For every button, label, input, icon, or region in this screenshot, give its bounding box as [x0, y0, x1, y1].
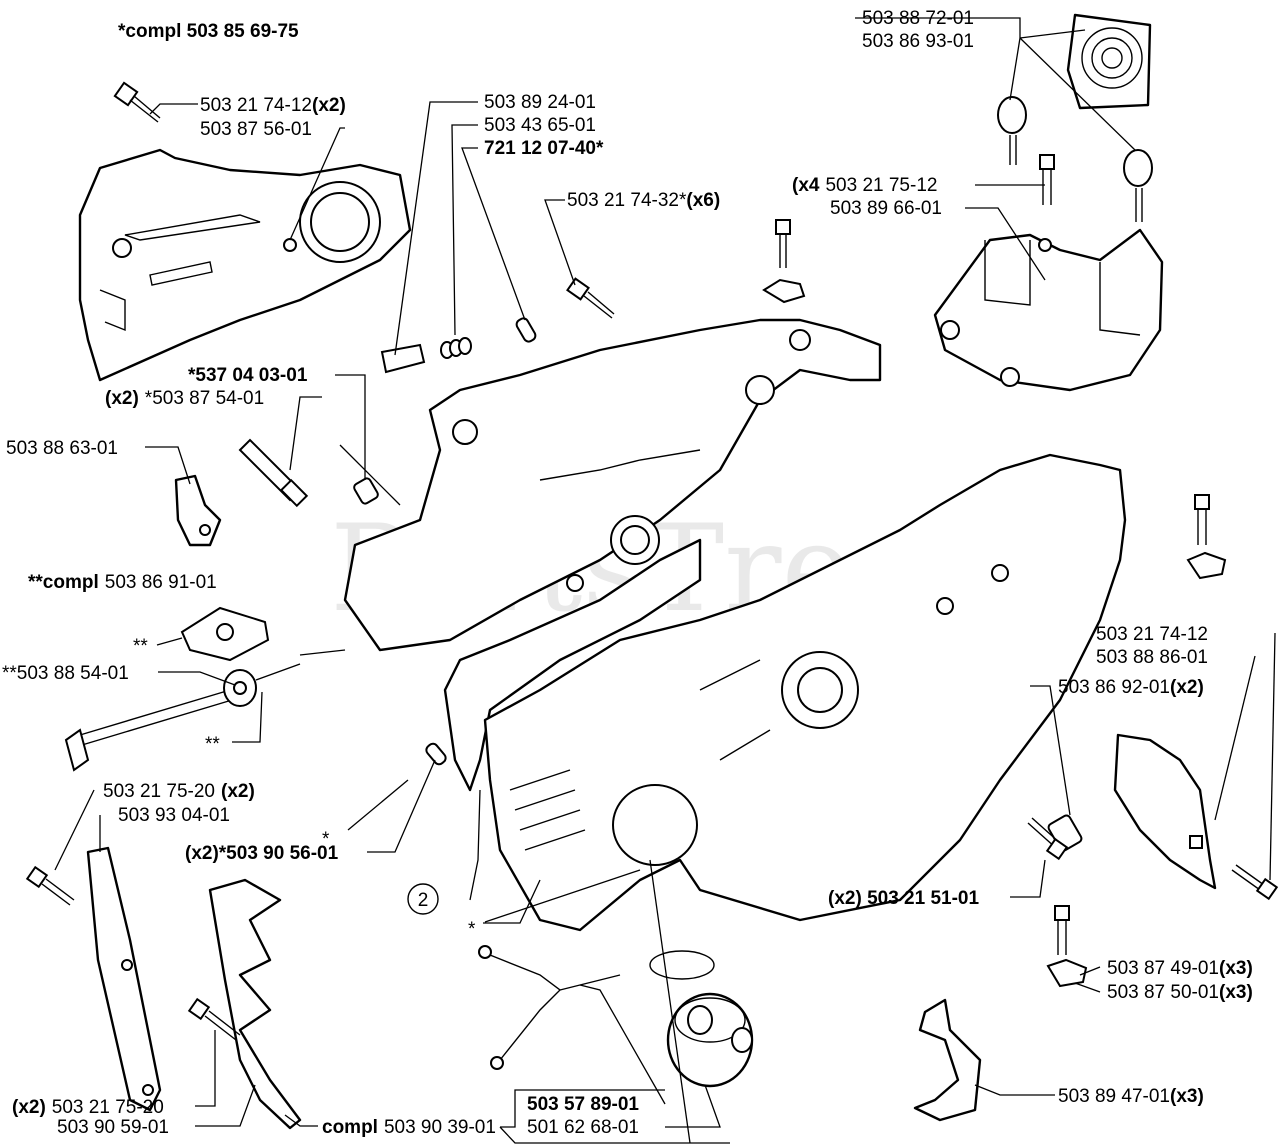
knob-left-part: [997, 96, 1027, 165]
screw-left-part: [25, 865, 75, 906]
label-p13: 503 88 63-01: [6, 438, 118, 459]
gasket-part: [443, 538, 702, 792]
label-p28: 503 57 89-01: [527, 1094, 639, 1115]
crankcase-front-part: [483, 453, 1127, 932]
label-p12: (x2)*503 87 54-01: [105, 388, 264, 409]
screw-part: [113, 81, 161, 123]
label-p8: 503 86 93-01: [862, 31, 974, 52]
side-plate-part: [86, 846, 162, 1112]
fuel-cap-part: [666, 992, 754, 1088]
label-p23: 503 87 49-01(x3): [1107, 958, 1253, 979]
label-p10: 503 89 66-01: [830, 198, 942, 219]
spring-part: [440, 337, 472, 359]
label-p25: (x2)503 21 75-20: [12, 1097, 164, 1118]
label-p3: 503 89 24-01: [484, 92, 596, 113]
screw-x4-part: [1039, 154, 1055, 205]
label-p18: (x2)*503 90 56-01: [185, 843, 339, 864]
screw-x6-part: [566, 277, 615, 319]
pin-part: [515, 317, 537, 343]
label-star-d: *: [468, 919, 476, 940]
screw-spike-part: [187, 997, 241, 1041]
bumper-spike-part: [208, 878, 302, 1130]
handle-strip-part: [913, 998, 982, 1122]
filter-cover-part: [1066, 13, 1152, 110]
label-p30: 503 89 47-01(x3): [1058, 1086, 1204, 1107]
label-p20: 503 88 86-01: [1096, 647, 1208, 668]
crankcase-rear-part: [343, 318, 882, 652]
label-p24: 503 87 50-01(x3): [1107, 982, 1253, 1003]
callout-circle-number: 2: [418, 890, 429, 911]
label-p2: 503 87 56-01: [200, 119, 312, 140]
label-p17: 503 93 04-01: [118, 805, 230, 826]
screw-right-part: [1186, 494, 1227, 580]
carburetor-holder-part: [933, 228, 1164, 392]
guard-part: [1113, 733, 1217, 890]
callout-circle-shape: [407, 883, 439, 915]
adjuster-screw-part: [64, 663, 301, 772]
label-p22: (x2) 503 21 51-01: [828, 888, 979, 909]
knob-right-part: [1123, 149, 1153, 222]
label-p4: 503 43 65-01: [484, 115, 596, 136]
screw-x3-part: [1046, 905, 1088, 988]
clutch-cover-part: [78, 148, 412, 382]
o-ring-part: [649, 950, 715, 980]
label-p7: 503 88 72-01: [862, 8, 974, 29]
screw-x2-part: [1027, 817, 1069, 861]
label-p1: 503 21 74-12(x2): [200, 95, 346, 116]
bolt-part: [238, 438, 309, 508]
label-p16: 503 21 75-20(x2): [103, 781, 255, 802]
bracket-screw-part: [762, 219, 806, 304]
label-p5: 721 12 07-40*: [484, 138, 604, 159]
label-star-b: **: [205, 734, 220, 755]
retainer-plate-part: [174, 474, 222, 547]
strap-part: [478, 945, 621, 1070]
tensioner-bracket-part: [180, 606, 270, 662]
screw-guard-part: [1231, 864, 1279, 901]
label-p6: 503 21 74-32*(x6): [567, 190, 720, 211]
label-p19: 503 21 74-12: [1096, 624, 1208, 645]
leader-lines: [54, 17, 1276, 1144]
label-star-c: *: [322, 829, 330, 850]
label-compl-top: *compl 503 85 69-75: [118, 21, 299, 42]
cover-pad-part: [380, 343, 426, 374]
label-p26: 503 90 59-01: [57, 1117, 169, 1138]
label-p15: **503 88 54-01: [2, 663, 129, 684]
label-p29: 501 62 68-01: [527, 1117, 639, 1138]
label-p11: *537 04 03-01: [188, 365, 308, 386]
label-star-a: **: [133, 636, 148, 657]
filter-part: [353, 477, 379, 505]
pin-small-part: [425, 742, 447, 766]
label-p21: 503 86 92-01(x2): [1058, 677, 1204, 698]
